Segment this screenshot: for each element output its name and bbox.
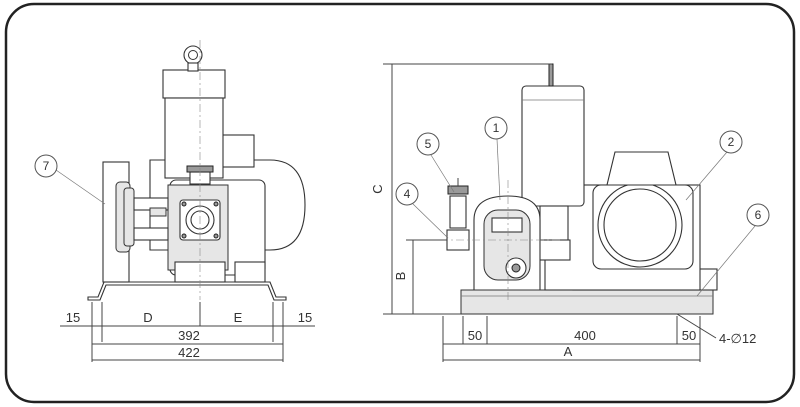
balloon-6: [746, 203, 770, 227]
leader-line: [685, 151, 728, 201]
dim-B: B: [393, 272, 408, 281]
blower-nameplate: [491, 217, 523, 233]
dim-50-right: 50: [682, 328, 696, 343]
balloon-2-label: 2: [728, 135, 735, 149]
balloon-4-label: 4: [404, 187, 411, 201]
filter-top: [162, 69, 226, 99]
belt-pulley-inner: [123, 187, 135, 247]
balloon-4: [395, 182, 419, 206]
left-view: 7 15 D E 15 392 422: [34, 40, 315, 362]
lifting-eye-stem: [187, 62, 199, 72]
flange-bolt: [213, 201, 219, 207]
dim-50-left: 50: [468, 328, 482, 343]
holes-callout: 4-∅12: [719, 331, 756, 346]
silencer-stem: [548, 63, 554, 87]
blower-drain-plug-centre: [511, 263, 521, 273]
flange-bolt: [181, 201, 187, 207]
dim-15-right: 15: [298, 310, 312, 325]
dim-D: D: [143, 310, 152, 325]
dim-400: 400: [574, 328, 596, 343]
balloon-1: [484, 116, 508, 140]
dim-E: E: [234, 310, 243, 325]
dim-15-left: 15: [66, 310, 80, 325]
dim-C: C: [370, 184, 385, 193]
leader-line: [696, 225, 756, 297]
pulley-hub: [133, 227, 169, 241]
relief-valve-body: [449, 195, 467, 229]
balloon-6-label: 6: [755, 208, 762, 222]
balloon-1-label: 1: [493, 121, 500, 135]
motor-foot: [234, 261, 266, 283]
dim-422: 422: [178, 345, 200, 360]
leader-line: [430, 154, 455, 193]
balloon-5: [416, 132, 440, 156]
balloon-7: [34, 154, 58, 178]
holes-leader: [676, 313, 717, 339]
leader-line: [496, 138, 501, 201]
balloon-7-label: 7: [43, 159, 50, 173]
leader-line: [55, 169, 106, 205]
motor-fan-cover-inner: [603, 188, 677, 262]
dim-A: A: [564, 344, 573, 359]
motor-terminal-box: [606, 151, 677, 186]
leader-line: [412, 203, 449, 239]
dim-392: 392: [178, 328, 200, 343]
lifting-eye-hole: [188, 50, 198, 60]
flange-bolt: [181, 233, 187, 239]
right-view: 1 2 4 5 6 C B 50 400 50 A 4-∅12: [370, 63, 770, 362]
shaft-key: [149, 207, 167, 217]
flange-bolt: [213, 233, 219, 239]
balloon-5-label: 5: [425, 137, 432, 151]
base-frame: [460, 289, 714, 315]
silencer-body: [521, 85, 585, 207]
balloon-2: [719, 130, 743, 154]
motor-terminal-box: [221, 134, 255, 168]
